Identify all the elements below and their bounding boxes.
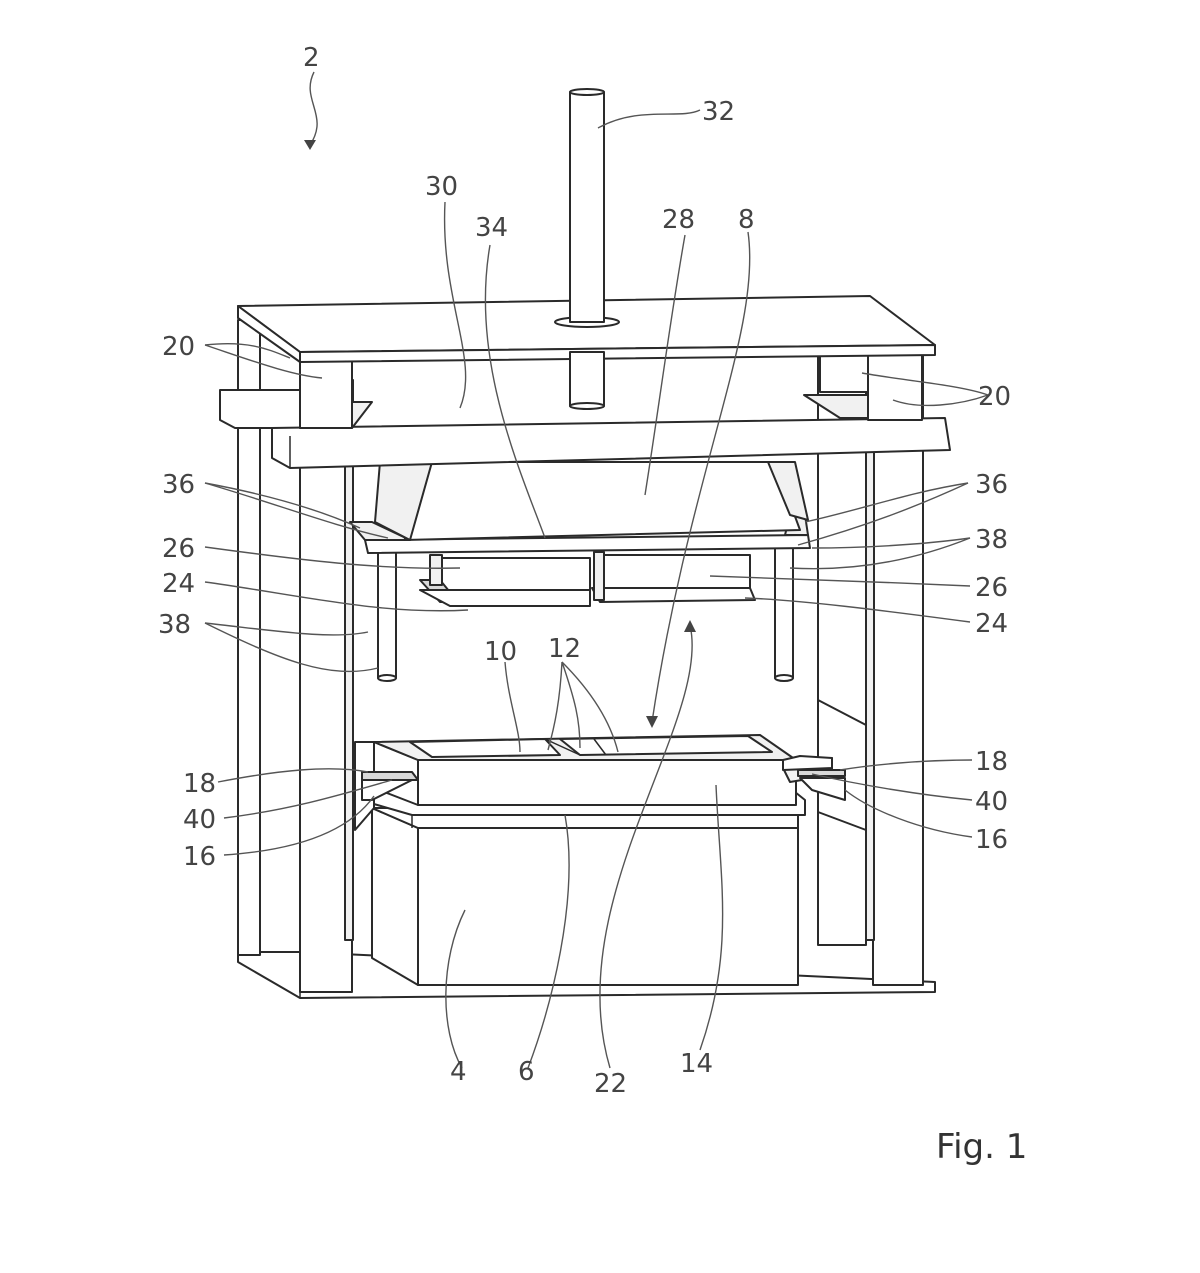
label-12: 12 <box>548 634 581 664</box>
figure-caption: Fig. 1 <box>936 1127 1027 1167</box>
leader-lines <box>204 71 989 1069</box>
label-36-left: 36 <box>162 470 195 500</box>
punch-left-24-26 <box>419 554 591 607</box>
punch-right-24-26 <box>591 551 756 603</box>
label-38-left: 38 <box>158 610 191 640</box>
label-40-left: 40 <box>183 805 216 835</box>
label-8: 8 <box>738 205 755 235</box>
motion-arrows <box>599 231 751 1069</box>
label-14: 14 <box>680 1049 713 1079</box>
label-2: 2 <box>303 43 320 73</box>
reference-numerals: 2 32 30 34 28 8 20 20 36 36 38 26 26 24 … <box>158 43 1011 1099</box>
label-4: 4 <box>450 1057 467 1087</box>
label-6: 6 <box>518 1057 535 1087</box>
lower-block-4 <box>371 807 799 986</box>
label-26-right: 26 <box>975 573 1008 603</box>
label-10: 10 <box>484 637 517 667</box>
label-30: 30 <box>425 172 458 202</box>
right-bracket-assembly <box>782 699 867 831</box>
top-plate <box>237 295 936 363</box>
label-24-left: 24 <box>162 569 195 599</box>
mould-frame-14 <box>373 734 797 806</box>
carrier-plate-34 <box>349 514 811 554</box>
label-38-right: 38 <box>975 525 1008 555</box>
label-40-right: 40 <box>975 787 1008 817</box>
label-24-right: 24 <box>975 609 1008 639</box>
label-20-right: 20 <box>978 382 1011 412</box>
label-18-left: 18 <box>183 769 216 799</box>
label-34: 34 <box>475 213 508 243</box>
label-16-left: 16 <box>183 842 216 872</box>
label-18-right: 18 <box>975 747 1008 777</box>
label-16-right: 16 <box>975 825 1008 855</box>
label-32: 32 <box>702 97 735 127</box>
label-20-left: 20 <box>162 332 195 362</box>
label-28: 28 <box>662 205 695 235</box>
hood-28 <box>374 461 809 541</box>
label-36-right: 36 <box>975 470 1008 500</box>
ram-32 <box>569 88 605 410</box>
label-26-left: 26 <box>162 534 195 564</box>
guide-rods-38 <box>377 547 794 682</box>
label-22: 22 <box>594 1069 627 1099</box>
